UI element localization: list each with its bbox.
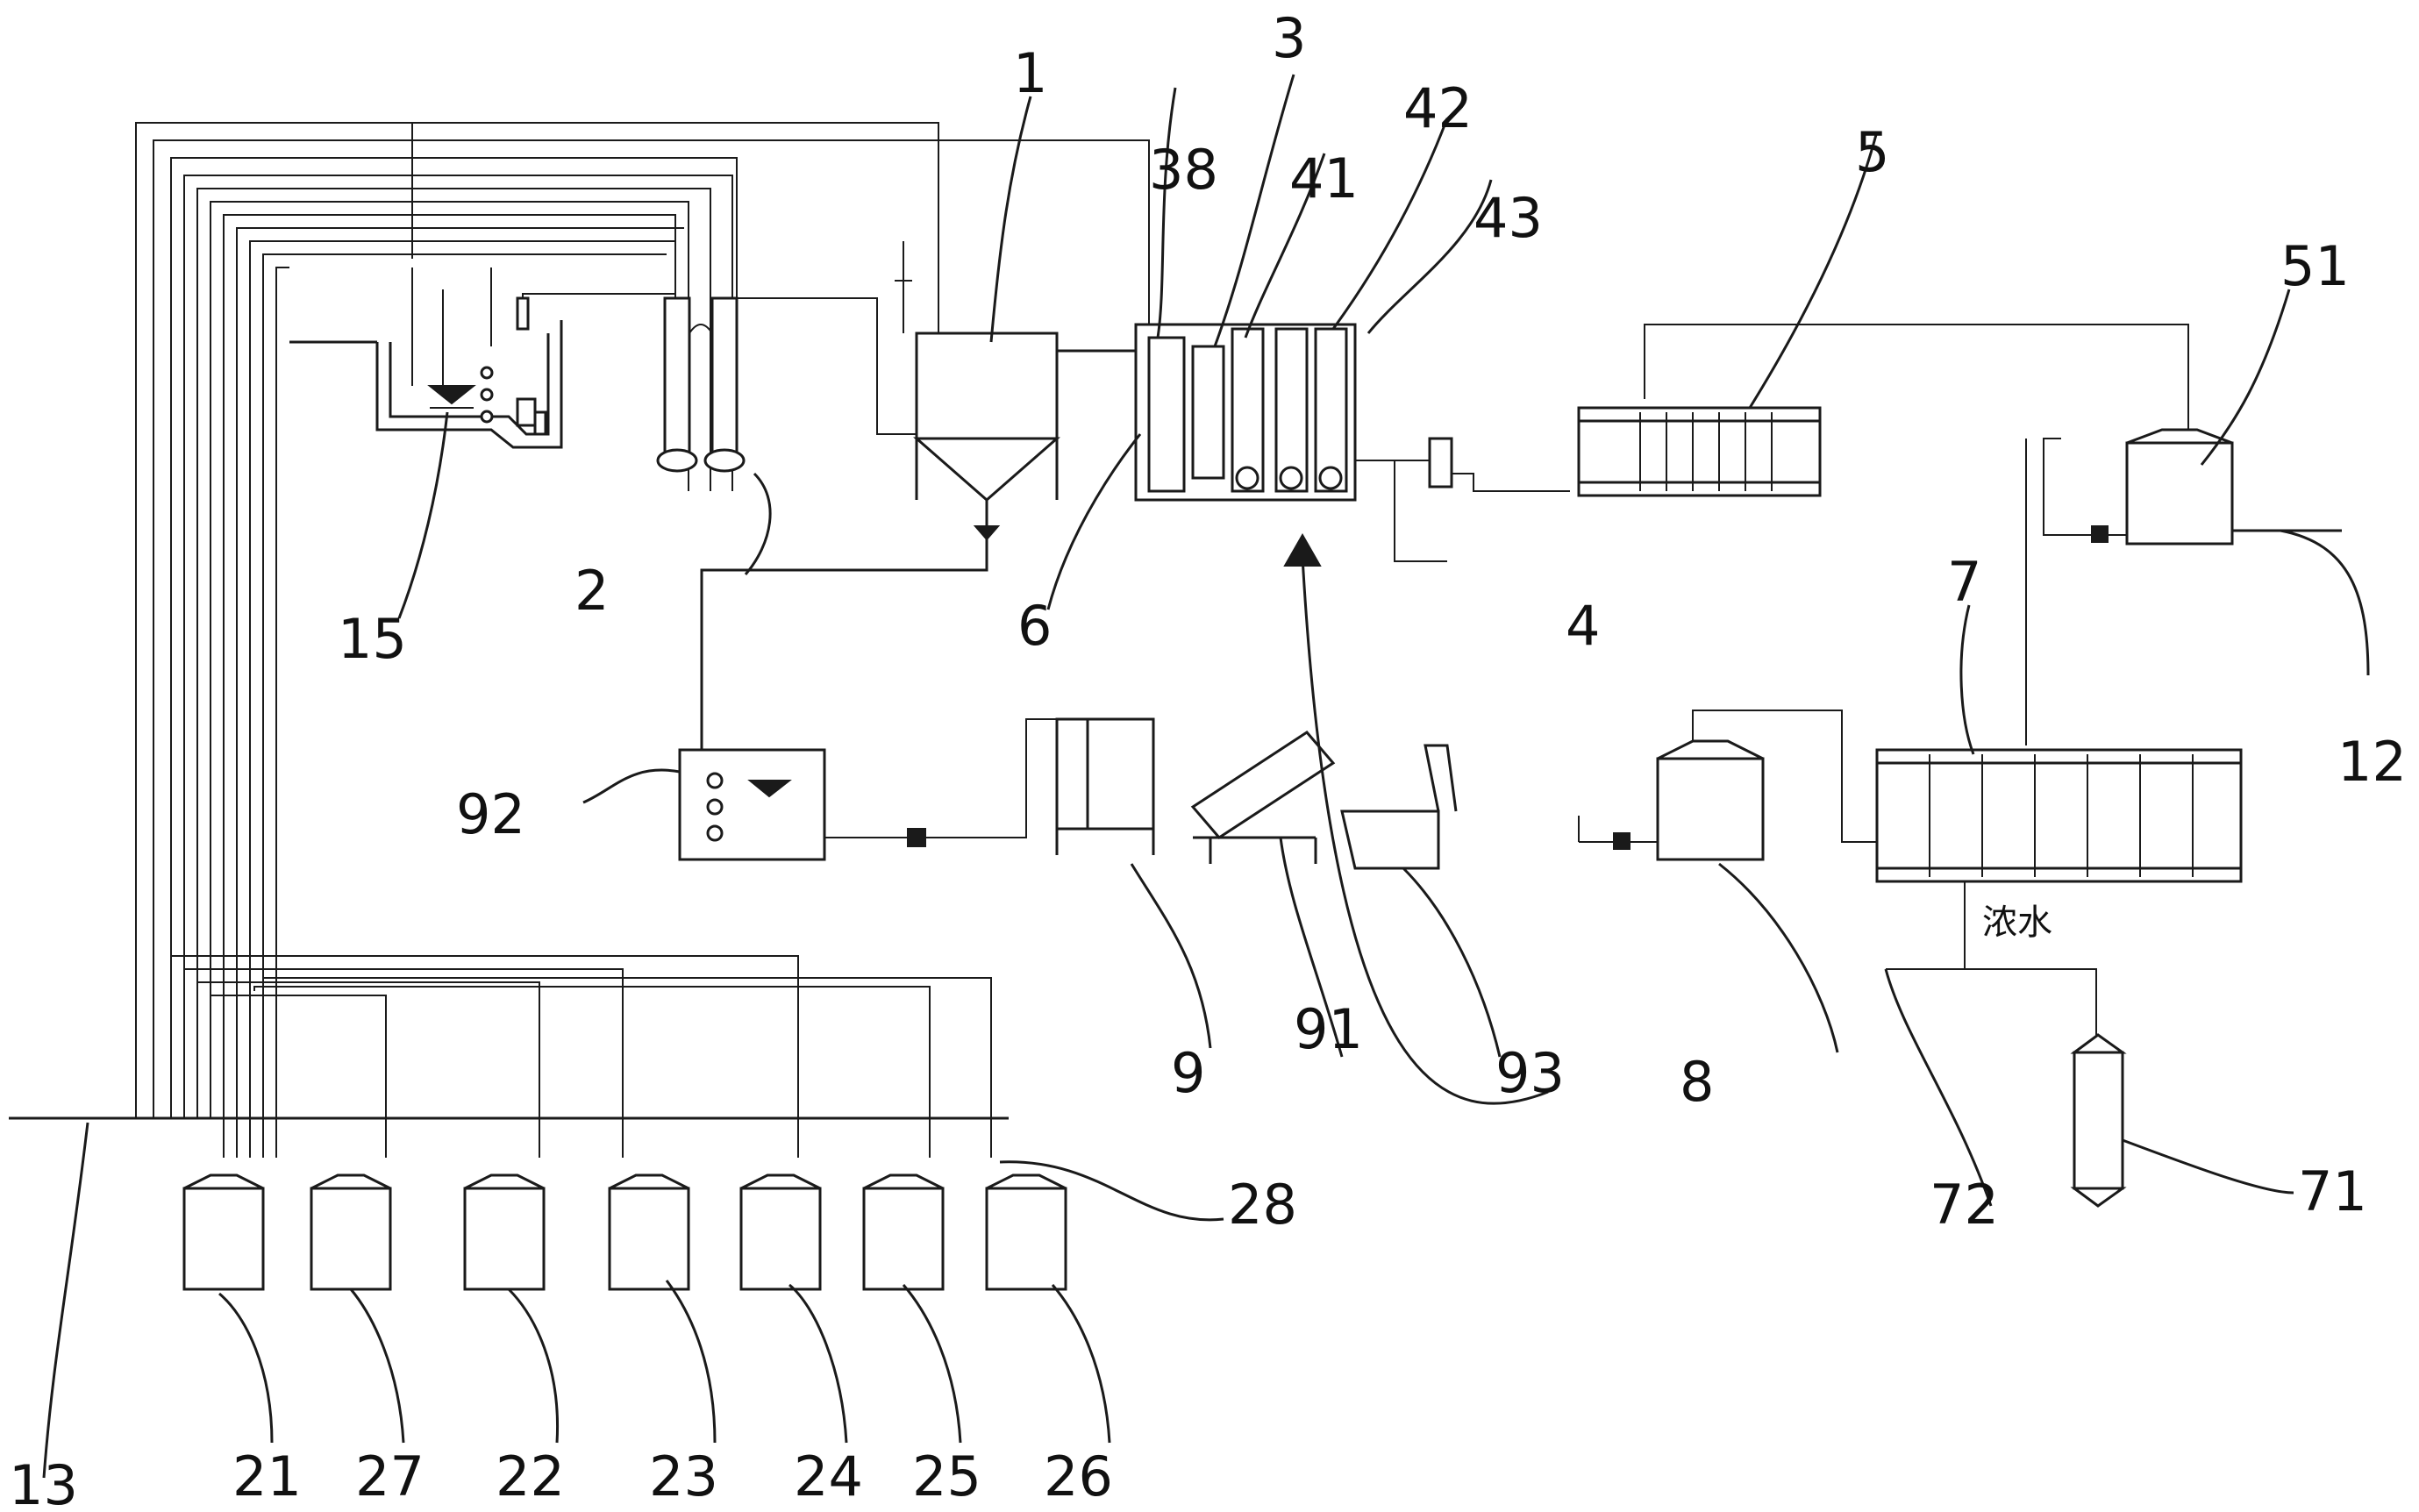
callout-38: 38 — [1149, 138, 1218, 202]
screw-press-9 — [1055, 717, 1155, 855]
intermediate-tank-8 — [1578, 710, 1877, 861]
callout-6: 6 — [1017, 594, 1052, 658]
reaction-tank-1 — [700, 332, 1140, 750]
callout-21: 21 — [232, 1444, 302, 1508]
chemical-pipe-bundle — [135, 122, 1150, 1158]
callout-4: 4 — [1566, 594, 1600, 658]
equalization-tank-15 — [289, 267, 676, 449]
callout-71: 71 — [2298, 1159, 2367, 1223]
callout-13: 13 — [9, 1453, 78, 1512]
callout-41: 41 — [1289, 146, 1359, 210]
sludge-bin-93 — [1340, 744, 1458, 870]
product-tank-51 — [2043, 428, 2342, 546]
callout-15: 15 — [338, 607, 407, 671]
callout-25: 25 — [912, 1444, 981, 1508]
callout-43: 43 — [1474, 186, 1543, 250]
sludge-tank-92 — [678, 718, 1057, 861]
callout-22: 22 — [496, 1444, 565, 1508]
callout-24: 24 — [794, 1444, 863, 1508]
callout-5: 5 — [1855, 120, 1889, 184]
callout-7: 7 — [1947, 550, 1981, 614]
conveyor-91 — [1190, 731, 1336, 864]
concentrate-label: 浓水 — [1982, 902, 2052, 943]
ro-unit-7 — [1875, 439, 2243, 1052]
callout-28: 28 — [1228, 1173, 1297, 1237]
callout-labels: 1 2 3 4 5 6 7 8 9 12 13 15 21 22 23 24 2… — [9, 6, 2407, 1512]
chemical-drums — [182, 1173, 1067, 1291]
chemical-pumps-2 — [656, 296, 921, 473]
filtration-skid-3 — [1134, 323, 1570, 562]
callout-91: 91 — [1294, 997, 1363, 1061]
callout-72: 72 — [1930, 1173, 1999, 1237]
callout-51: 51 — [2280, 234, 2350, 298]
callout-27: 27 — [355, 1444, 425, 1508]
callout-1: 1 — [1013, 41, 1047, 105]
concentrate-vessel-71 — [2070, 1033, 2127, 1208]
callout-42: 42 — [1403, 76, 1473, 140]
callout-26: 26 — [1044, 1444, 1113, 1508]
leader-lines — [42, 74, 2370, 1479]
callout-23: 23 — [649, 1444, 718, 1508]
callout-8: 8 — [1680, 1050, 1714, 1114]
callout-9: 9 — [1171, 1041, 1205, 1105]
callout-2: 2 — [574, 559, 609, 623]
callout-12: 12 — [2337, 730, 2407, 794]
callout-3: 3 — [1272, 6, 1306, 70]
callout-92: 92 — [456, 782, 525, 846]
filter-press-5 — [1577, 324, 2189, 497]
callout-93: 93 — [1495, 1041, 1565, 1105]
